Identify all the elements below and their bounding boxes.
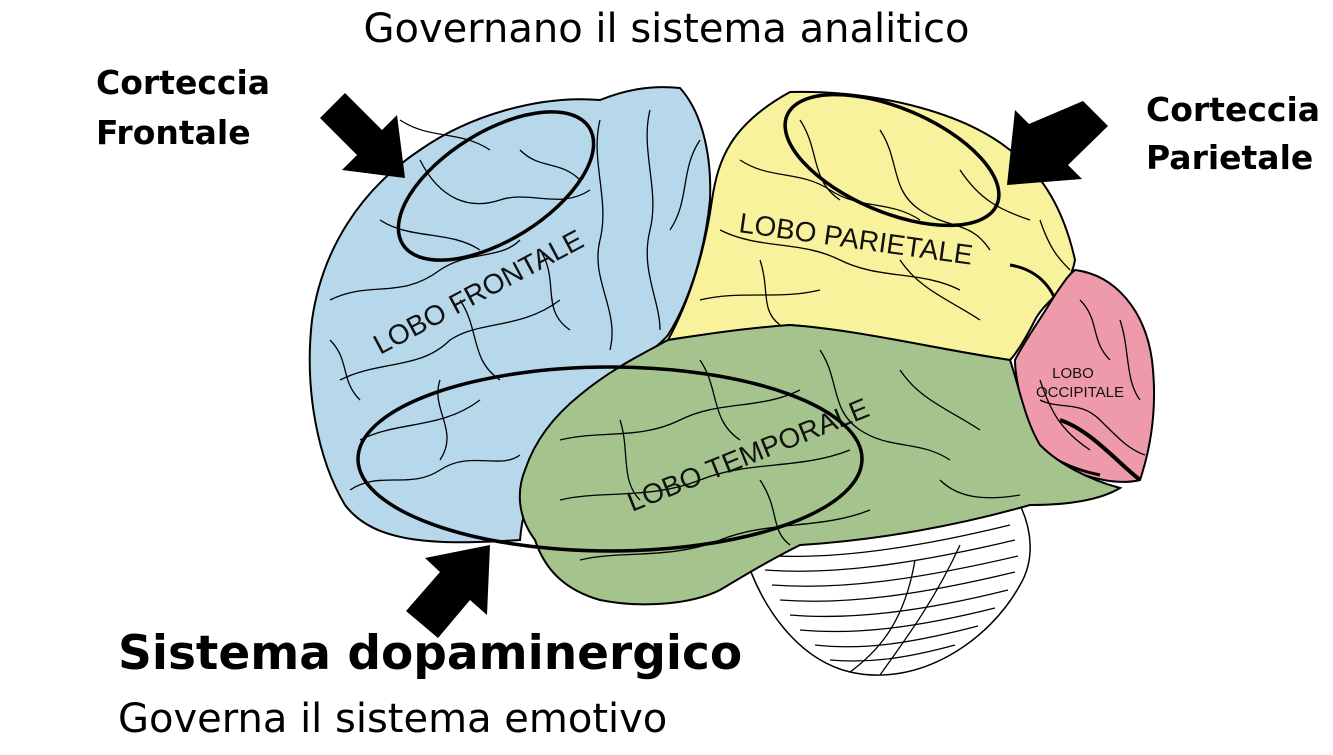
parietal-arrow: [1007, 101, 1108, 185]
dopaminergic-system-label: Sistema dopaminergico: [118, 626, 743, 681]
temporal-lobe: [518, 323, 1123, 606]
frontal-label-line2: Frontale: [96, 112, 251, 152]
parietal-lobe: [666, 90, 1077, 362]
frontal-cortex-label: Corteccia Frontale: [96, 58, 270, 157]
parietal-cortex-highlight: [783, 92, 1001, 228]
frontal-label-line1: Corteccia: [96, 63, 271, 102]
occipital-lobe-label-line2: OCCIPITALE: [1036, 384, 1124, 401]
parietal-label-line1: Corteccia: [1146, 90, 1321, 129]
dopaminergic-highlight: [356, 365, 864, 553]
dopaminergic-arrow: [406, 545, 490, 638]
frontal-lobe: [308, 86, 712, 544]
bottom-caption: Governa il sistema emotivo: [118, 696, 668, 742]
parietal-cortex-label: Corteccia Parietale: [1146, 86, 1320, 182]
occipital-lobe-label-line1: LOBO: [1052, 365, 1094, 382]
frontal-cortex-highlight: [396, 110, 596, 262]
top-caption: Governano il sistema analitico: [363, 6, 970, 52]
parietal-label-line2: Parietale: [1146, 137, 1314, 177]
frontal-arrow: [320, 93, 405, 178]
